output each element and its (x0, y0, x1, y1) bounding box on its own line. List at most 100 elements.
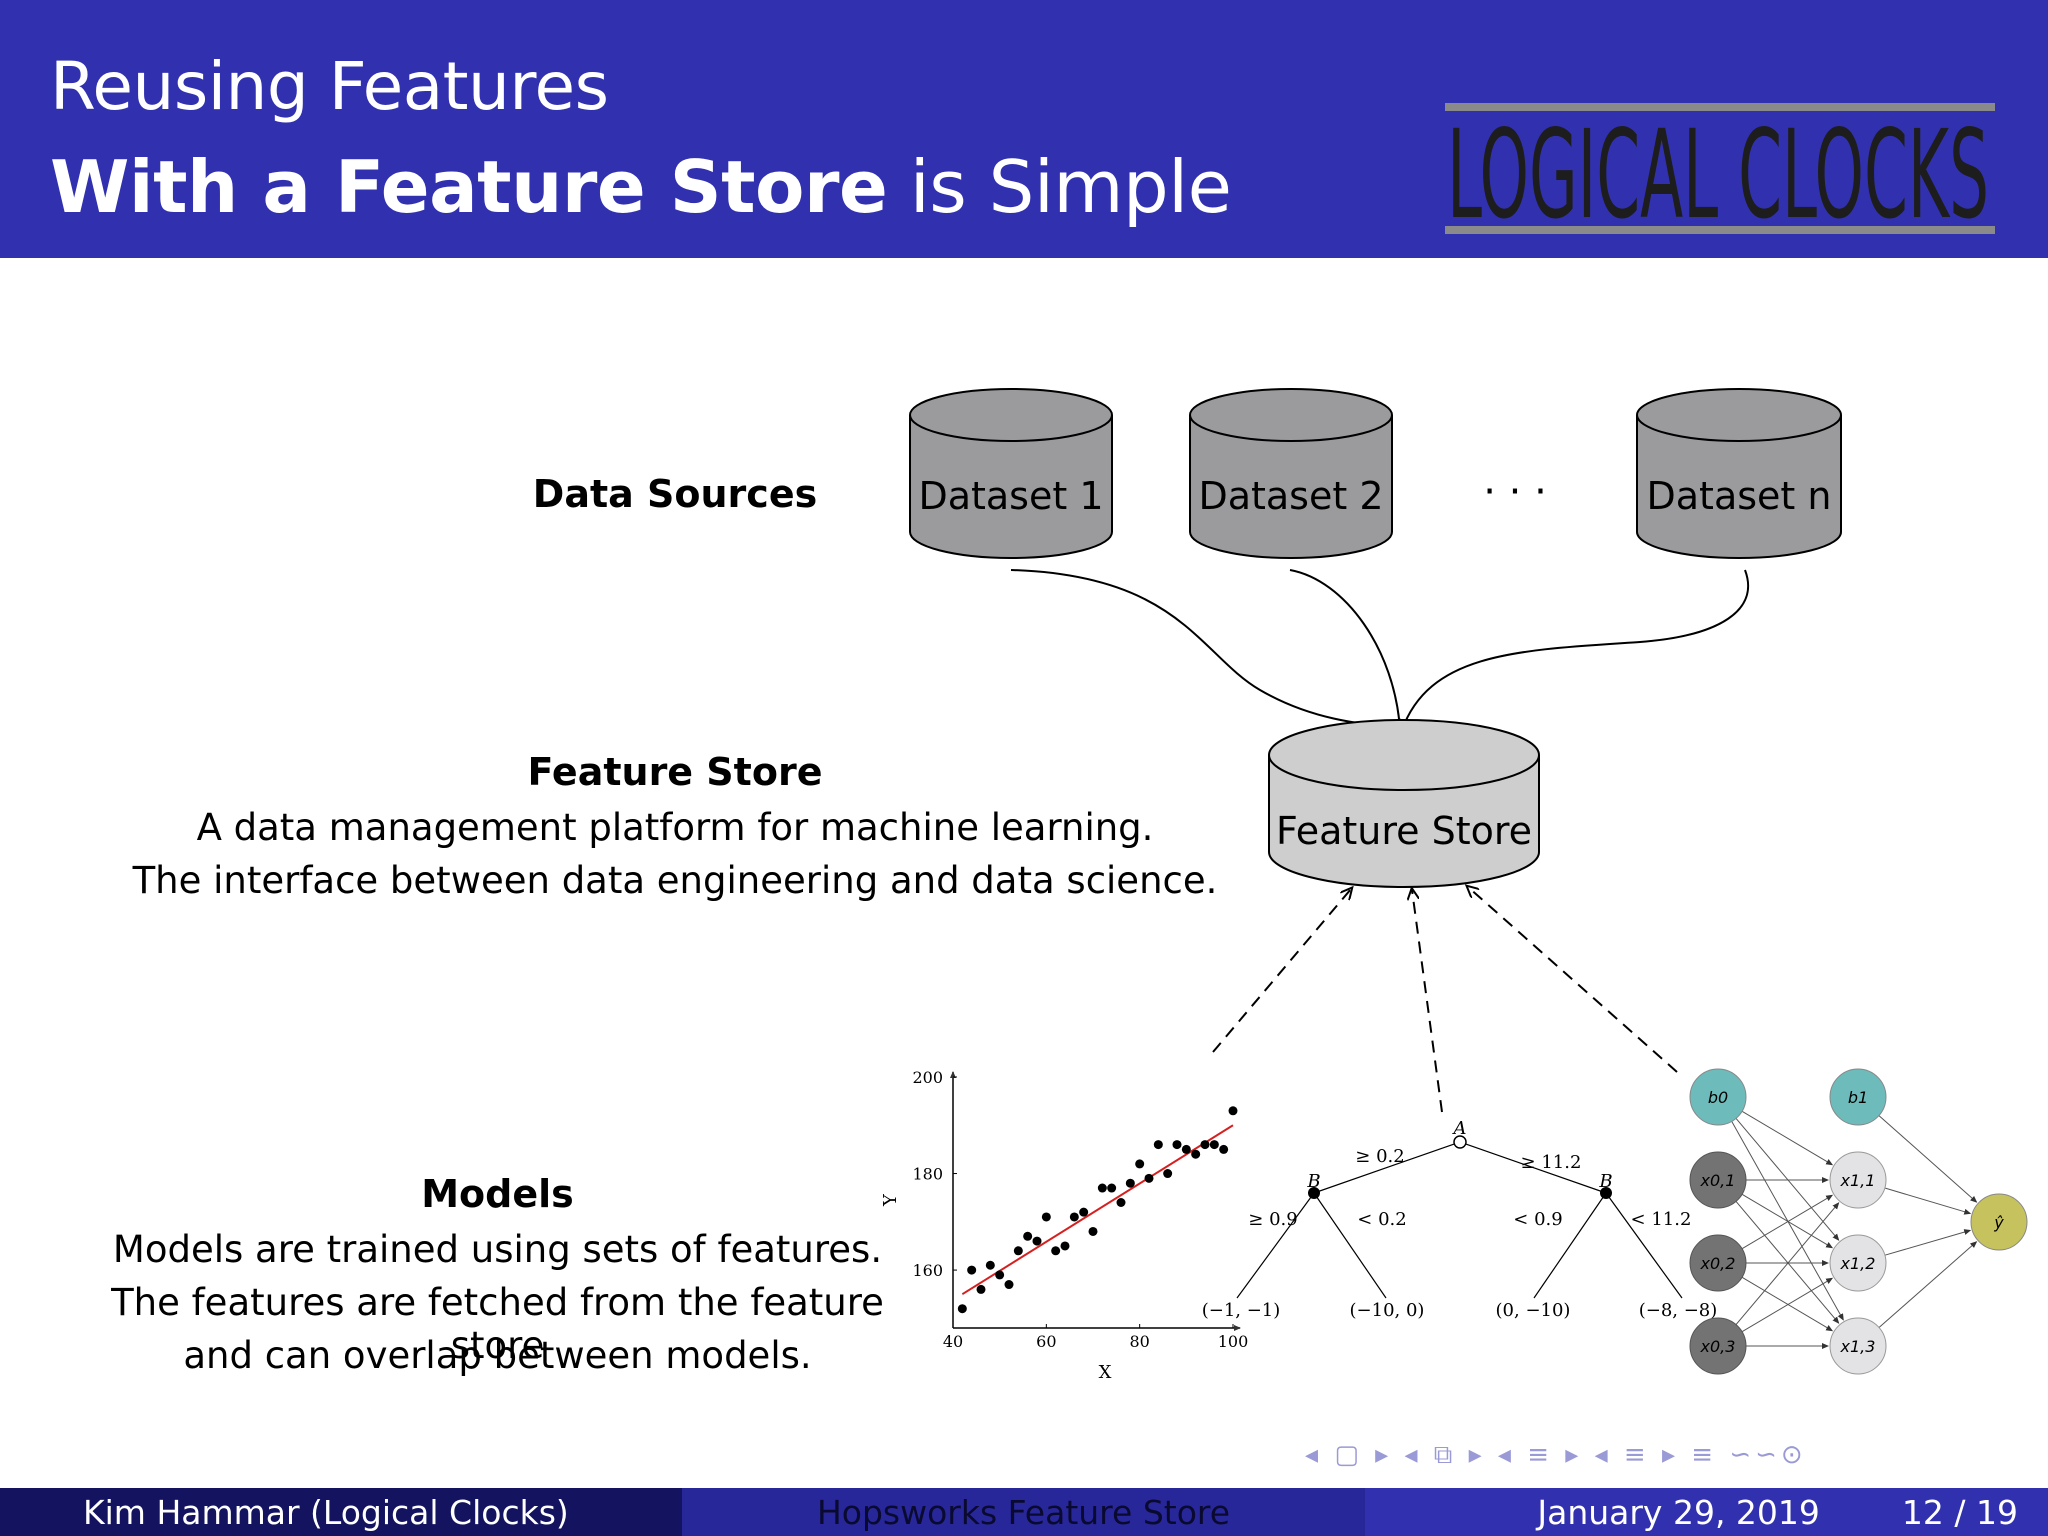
tree-edge-root-left: ≥ 0.2 (1355, 1146, 1404, 1167)
nn-edge (1741, 1193, 1834, 1249)
scatter-point (1060, 1241, 1070, 1251)
footer-date: January 29, 2019 (1537, 1492, 1820, 1532)
scatter-point (976, 1284, 986, 1294)
feature-store-desc-line1: A data management platform for machine l… (196, 806, 1154, 849)
scatter-xlabel: X (1099, 1362, 1112, 1383)
nn-edge (1878, 1115, 1978, 1203)
scatter-point (1163, 1169, 1173, 1179)
data-sources-heading: Data Sources (532, 472, 818, 516)
arrow-dataset1-to-store (1010, 569, 1405, 728)
logical-clocks-logo: LOGICAL CLOCKS (1445, 103, 1995, 242)
scatter-point (1144, 1173, 1154, 1183)
logo-text: LOGICAL CLOCKS (1447, 104, 1989, 242)
feature-store-cylinder: Feature Store (1268, 719, 1540, 888)
nn-edge (1741, 1277, 1834, 1333)
nn-b0-node (1689, 1068, 1747, 1126)
scatter-point (1088, 1226, 1098, 1236)
nn-edge (1878, 1241, 1978, 1328)
scatter-point (1097, 1183, 1107, 1193)
nn-input-node-2 (1689, 1234, 1747, 1292)
nn-output-node (1970, 1193, 2028, 1251)
footer-title: Hopsworks Feature Store (682, 1488, 1365, 1536)
tree-edge-lr: < 0.2 (1357, 1209, 1406, 1230)
scatter-point (1219, 1144, 1229, 1154)
tree-left-label: B (1306, 1171, 1320, 1192)
scatter-point (1125, 1178, 1135, 1188)
tree-right-label: B (1598, 1171, 1612, 1192)
tree-leaf-3: (0, −10) (1496, 1300, 1571, 1321)
arrow-datasetn-to-store (1402, 569, 1750, 730)
nn-hidden-node-2 (1829, 1234, 1887, 1292)
slide-header: Reusing Features With a Feature Store is… (0, 0, 2048, 258)
models-desc-line2: The features are fetched from the featur… (111, 1281, 884, 1367)
scatter-point (1023, 1231, 1033, 1241)
scatter-xtick-label: 60 (1036, 1332, 1056, 1351)
slide-title-line2: With a Feature Store is Simple (50, 145, 1232, 229)
dataset-2-cylinder: Dataset 2 (1189, 388, 1393, 559)
tree-right-node (1600, 1187, 1612, 1199)
scatter-xtick-label: 80 (1129, 1332, 1149, 1351)
footer-date-page: January 29, 2019 12 / 19 (1365, 1488, 2048, 1536)
dashed-arrow-nn (1468, 887, 1678, 1073)
scatter-ytick-label: 180 (912, 1165, 943, 1184)
scatter-point (1209, 1140, 1219, 1150)
nn-edge (1741, 1110, 1834, 1166)
feature-store-cylinder-label: Feature Store (1276, 809, 1532, 853)
nn-edge (1741, 1276, 1834, 1332)
scatter-point (1069, 1212, 1079, 1222)
nn-hidden-label-1: x1,1 (1840, 1171, 1876, 1190)
scatter-point (995, 1270, 1005, 1280)
tree-edge-root-right: ≥ 11.2 (1521, 1152, 1582, 1173)
nn-b1-node (1829, 1068, 1887, 1126)
scatter-point (1107, 1183, 1117, 1193)
scatter-xtick-label: 40 (943, 1332, 963, 1351)
tree-edge-ll: ≥ 0.9 (1248, 1209, 1297, 1230)
models-desc-line3: and can overlap between models. (183, 1334, 812, 1377)
nn-hidden-node-3 (1829, 1317, 1887, 1375)
tree-root-label: A (1452, 1118, 1467, 1139)
nn-input-label-2: x0,2 (1700, 1254, 1736, 1273)
slide-title-line1: Reusing Features (50, 48, 609, 125)
scatter-point (957, 1304, 967, 1314)
scatter-point (1191, 1149, 1201, 1159)
tree-edge-rr: < 11.2 (1631, 1209, 1692, 1230)
arrow-dataset2-to-store (1289, 569, 1400, 730)
nn-edge (1731, 1121, 1844, 1321)
scatter-point (1004, 1280, 1014, 1290)
nn-input-node-1 (1689, 1151, 1747, 1209)
models-desc-line1: Models are trained using sets of feature… (112, 1228, 883, 1271)
nn-input-node-3 (1689, 1317, 1747, 1375)
scatter-xtick-label: 100 (1218, 1332, 1249, 1351)
models-heading: Models (421, 1172, 574, 1216)
neural-network: b0 x0,1 x0,2 x0,3 b1 x1,1 x1,2 x1,3 ŷ (1689, 1068, 2028, 1375)
dataset-n-cylinder: Dataset n (1636, 388, 1842, 559)
nn-hidden-label-3: x1,3 (1840, 1337, 1876, 1356)
scatter-point (1153, 1140, 1163, 1150)
regression-fit-line (961, 1124, 1234, 1296)
nn-input-label-1: x0,1 (1700, 1171, 1736, 1190)
dashed-arrow-regression (1212, 889, 1351, 1053)
nn-edge (1884, 1187, 1972, 1215)
scatter-point (1079, 1207, 1089, 1217)
nn-b1-label: b1 (1848, 1088, 1868, 1107)
dashed-arrow-tree (1412, 890, 1443, 1113)
nn-output-label: ŷ (1993, 1213, 2004, 1232)
scatter-point (1135, 1159, 1145, 1169)
datasets-ellipsis: · · · (1483, 469, 1547, 515)
tree-edge-rl: < 0.9 (1513, 1209, 1562, 1230)
scatter-point (985, 1260, 995, 1270)
nn-edge (1735, 1202, 1840, 1325)
scatter-ylabel: Y (880, 1193, 901, 1207)
title-rest-part: is Simple (887, 145, 1232, 229)
scatter-point (1200, 1140, 1210, 1150)
dataset-1-cylinder: Dataset 1 (909, 388, 1113, 559)
scatter-ytick-label: 200 (912, 1068, 943, 1087)
tree-left-node (1308, 1187, 1320, 1199)
scatter-point (1172, 1140, 1182, 1150)
nn-b0-label: b0 (1708, 1088, 1728, 1107)
beamer-navigation[interactable]: ◂ ▢ ▸ ◂ ⧉ ▸ ◂ ≡ ▸ ◂ ≡ ▸ ≡ ∽∽⊙ (1305, 1440, 1807, 1470)
scatter-point (1051, 1246, 1061, 1256)
nn-edge (1735, 1118, 1840, 1241)
nn-edge (1741, 1194, 1834, 1250)
